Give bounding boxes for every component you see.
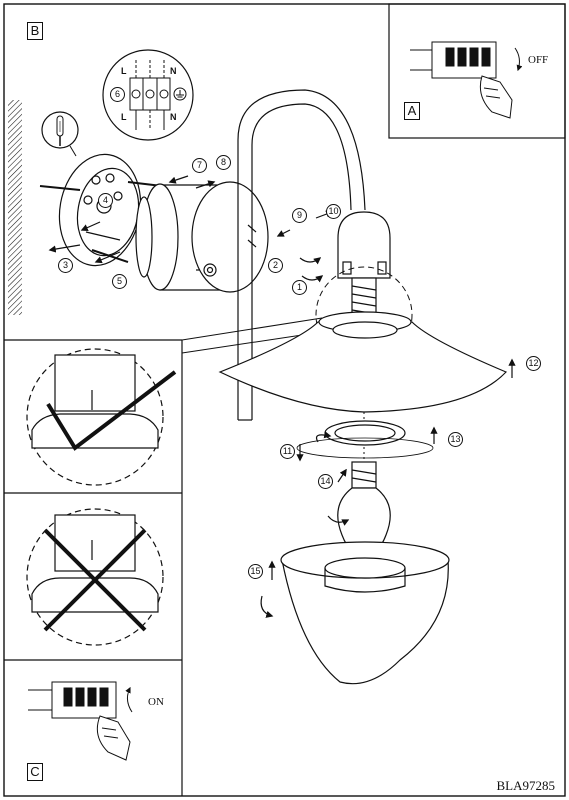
- step-4: 4: [98, 193, 113, 208]
- terminal-detail: [102, 49, 194, 141]
- panel-c-label: C: [27, 763, 43, 781]
- lamp-shade: [218, 311, 508, 413]
- step-11: 11: [280, 444, 295, 459]
- arrow-icon: [48, 175, 516, 618]
- step-9: 9: [292, 208, 307, 223]
- step-14: 14: [318, 474, 333, 489]
- outer-frame: [3, 3, 566, 797]
- wall-hatch: [8, 100, 22, 315]
- terminal-l-top: L: [121, 66, 127, 76]
- hand-icon: [479, 75, 513, 119]
- step-10: 10: [326, 204, 341, 219]
- leader-line: [181, 317, 323, 341]
- terminal-n-top: N: [170, 66, 177, 76]
- model-code: BLA97285: [496, 778, 556, 793]
- terminal-l-bottom: L: [121, 112, 127, 122]
- glass-cover: [280, 541, 450, 685]
- hand-icon: [96, 715, 131, 761]
- lamp-body: [135, 181, 269, 293]
- fixing-ring: [296, 420, 434, 459]
- off-label: OFF: [528, 54, 549, 66]
- terminal-n-bottom: N: [170, 112, 177, 122]
- breaker-off: [410, 41, 523, 79]
- step-12: 12: [526, 356, 541, 371]
- step-3: 3: [58, 258, 73, 273]
- breaker-on: [28, 681, 133, 719]
- step-5: 5: [112, 274, 127, 289]
- on-label: ON: [148, 696, 164, 708]
- lamp-arm: [237, 89, 366, 421]
- incorrect-detail: [26, 508, 164, 646]
- correct-detail: [26, 348, 177, 486]
- step-13: 13: [448, 432, 463, 447]
- step-8: 8: [216, 155, 231, 170]
- step-1: 1: [292, 280, 307, 295]
- step-2: 2: [268, 258, 283, 273]
- step-6: 6: [110, 87, 125, 102]
- ground-symbol-icon: [173, 87, 187, 101]
- lamp-socket: [337, 211, 391, 321]
- panel-a-label: A: [404, 102, 420, 120]
- cross-icon: [43, 528, 147, 632]
- screwdriver-icon: [41, 111, 79, 157]
- mounting-bracket: [39, 153, 163, 267]
- inset-a-frame: [388, 3, 566, 139]
- step-7: 7: [192, 158, 207, 173]
- step-15: 15: [248, 564, 263, 579]
- panel-b-label: B: [27, 22, 43, 40]
